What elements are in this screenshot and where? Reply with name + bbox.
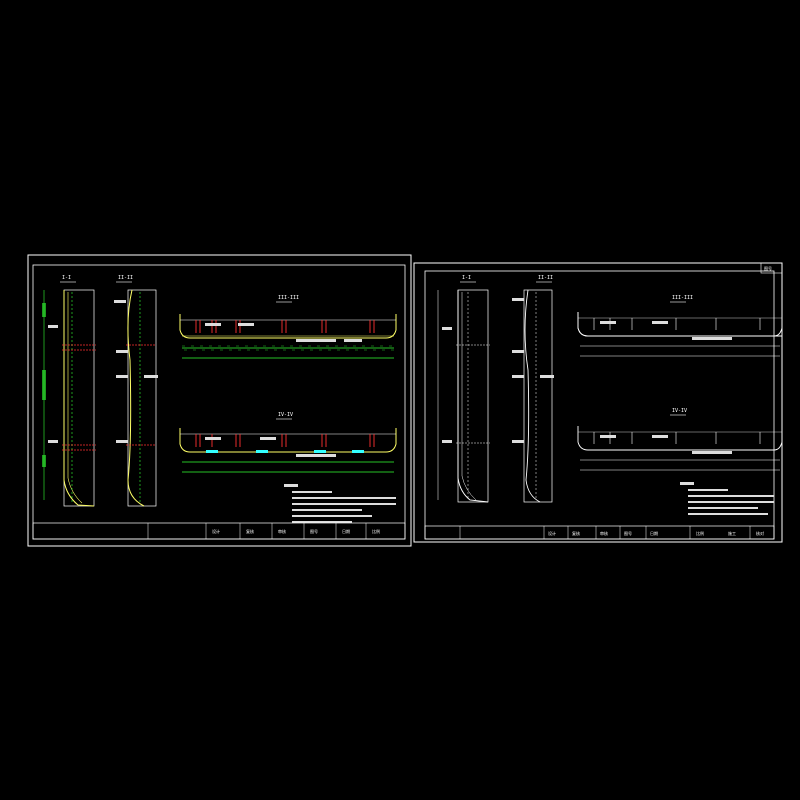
left-section-2-title: II-II [118,275,133,281]
right-sheet-inner-frame [424,270,775,540]
right-sheet-tag-label: 图号 [764,265,772,271]
left-tb-cell-4: 图号 [310,528,318,534]
left-tb-cell-1: 设计 [212,528,220,534]
left-notes-block [284,484,396,523]
right-title-block: 设计 复核 审核 图号 日期 比例 施工 核对 [424,525,775,540]
right-drawing-sheet: 图号 I-I II-II [413,262,783,543]
right-section-1-1: I-I [437,275,490,503]
left-section-4-4: IV-IV [179,412,397,473]
left-tb-cell-2: 复核 [246,528,254,534]
right-tb-cell-1: 设计 [548,530,556,536]
right-tb-cell-3: 审核 [600,530,608,536]
right-tb-cell-7: 施工 [728,530,736,536]
right-section-3-3: III-III [577,295,783,357]
left-section-2-2: II-II [114,275,158,507]
left-section-3-3: III-III [179,295,397,359]
right-sheet-tag [760,262,783,274]
left-sheet-border [27,254,412,547]
right-notes-block [680,482,774,515]
right-tb-cell-6: 比例 [696,530,704,536]
right-section-2-2: II-II [512,275,554,503]
left-drawing-sheet: I-I II-II [27,254,412,547]
left-section-1-title: I-I [62,275,71,281]
right-tb-cell-2: 复核 [572,530,580,536]
left-title-block: 设计 复核 审核 图号 日期 比例 [32,522,406,540]
right-section-3-title: III-III [672,295,693,301]
left-tb-cell-6: 比例 [372,528,380,534]
right-tb-cell-5: 日期 [650,530,658,536]
right-tb-cell-8: 核对 [756,530,764,536]
left-section-3-title: III-III [278,295,299,301]
right-sheet-border [413,262,783,543]
left-tb-cell-5: 日期 [342,528,350,534]
left-section-1-1: I-I [42,275,96,507]
right-section-1-title: I-I [462,275,471,281]
left-tb-cell-3: 审核 [278,528,286,534]
right-tb-cell-4: 图号 [624,530,632,536]
right-section-2-title: II-II [538,275,553,281]
left-section-4-title: IV-IV [278,412,293,418]
right-section-4-title: IV-IV [672,408,687,414]
right-section-4-4: IV-IV [577,408,783,471]
